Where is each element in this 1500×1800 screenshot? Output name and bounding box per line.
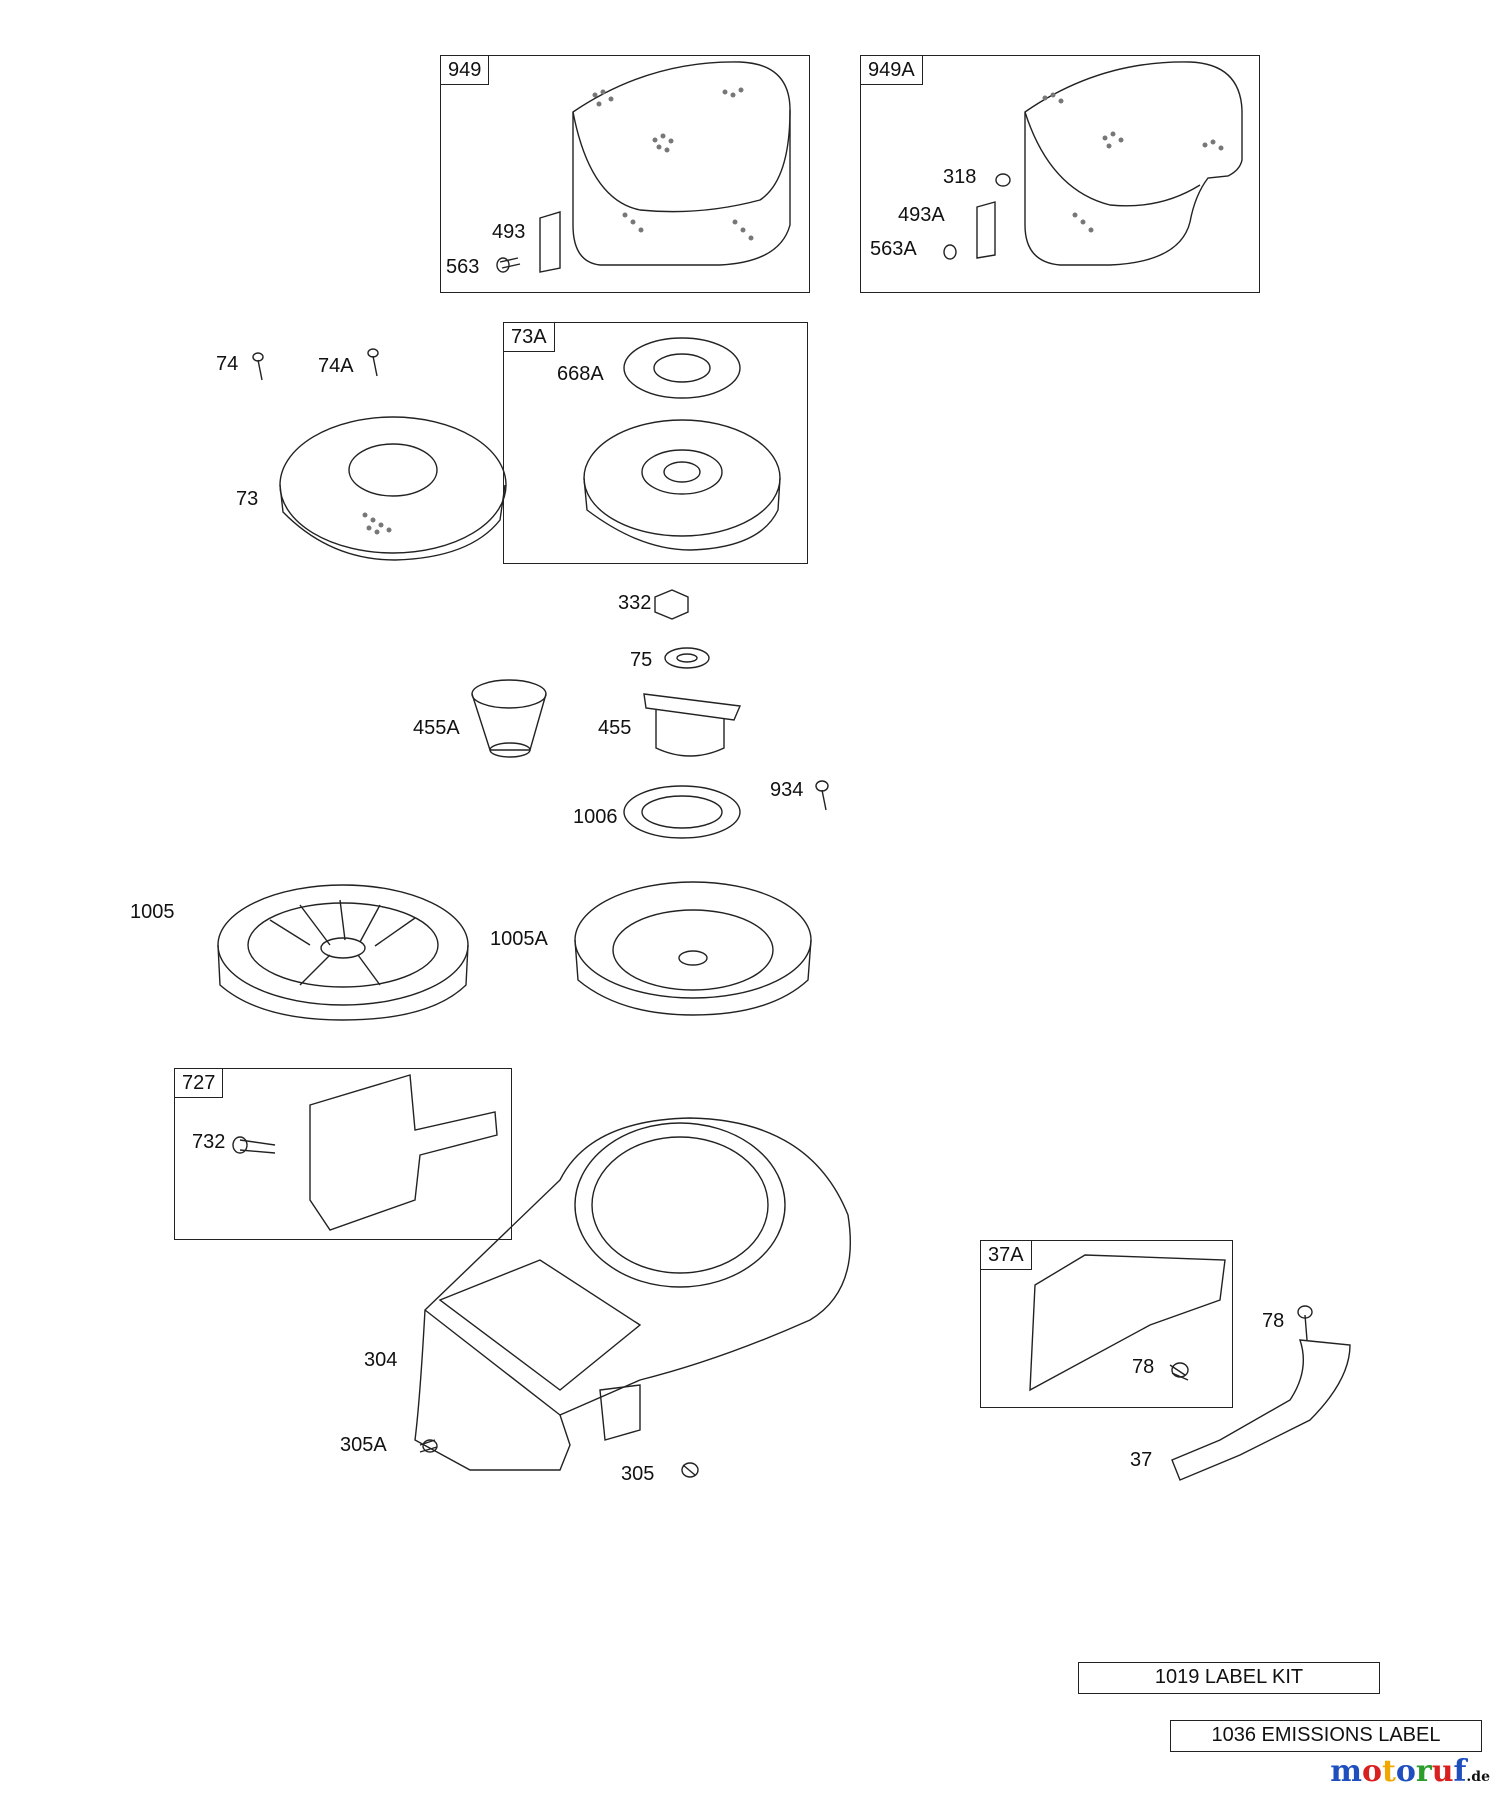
flywheel-1005 [218,885,468,1020]
part-label-668a: 668A [557,363,604,385]
bracket-493 [540,212,560,272]
part-label-78-outer: 78 [1262,1310,1285,1332]
screw-78-outer [1305,1315,1307,1340]
group-tag-727: 727 [174,1068,224,1098]
watermark-letter: m [1330,1754,1362,1789]
part-label-934: 934 [770,779,804,801]
blower-housing-304 [415,1118,850,1470]
washer-75 [665,648,709,668]
part-label-493: 493 [492,221,526,243]
screw-563a [944,245,956,259]
screw-74 [258,360,262,380]
group-box-73a: 73A [503,322,808,564]
watermark-letter: o [1362,1754,1383,1789]
part-label-1006: 1006 [573,806,618,828]
flywheel-1005a [575,882,811,1015]
plate-668a [624,338,740,398]
part-label-455: 455 [598,717,632,739]
screw-318 [996,174,1010,186]
group-box-949: 949 [440,55,810,293]
part-label-304: 304 [364,1349,398,1371]
watermark-letter: r [1415,1754,1432,1789]
cup-455 [644,694,740,756]
part-label-37: 37 [1130,1449,1153,1471]
watermark-letter: f [1453,1754,1467,1789]
group-box-949a: 949A [860,55,1260,293]
nut-332 [655,590,688,619]
part-label-1005a: 1005A [490,928,548,950]
part-label-493a: 493A [898,204,945,226]
watermark-logo: motoruf.de [1330,1755,1490,1794]
ring-1006 [624,786,740,838]
screw-563 [500,258,520,268]
part-label-332: 332 [618,592,652,614]
group-box-727: 727 [174,1068,512,1240]
part-label-455a: 455A [413,717,460,739]
bracket-493a [977,202,995,258]
part-label-305: 305 [621,1463,655,1485]
group-tag-73a: 73A [503,322,555,352]
part-label-74a: 74A [318,355,354,377]
part-label-732: 732 [192,1131,226,1153]
part-label-75: 75 [630,649,653,671]
cup-455a [472,680,546,757]
group-tag-949a: 949A [860,55,923,85]
air-cleaner-cover-949a [1025,62,1242,265]
screw-305 [683,1465,695,1475]
label-kit-1019: 1019 LABEL KIT [1078,1662,1380,1694]
deflector-37a [1030,1255,1225,1390]
part-label-563: 563 [446,256,480,278]
cover-73 [280,417,506,560]
watermark-brand: motoruf [1330,1754,1466,1789]
watermark-tld: .de [1466,1769,1490,1785]
part-label-305a: 305A [340,1434,387,1456]
watermark-letter: u [1431,1754,1454,1789]
part-label-1005: 1005 [130,901,175,923]
group-tag-37a: 37A [980,1240,1032,1270]
part-label-73: 73 [236,488,259,510]
part-label-563a: 563A [870,238,917,260]
screw-934 [822,790,826,810]
deflector-37 [1172,1340,1350,1480]
watermark-letter: o [1395,1754,1416,1789]
group-tag-949: 949 [440,55,490,85]
part-label-74: 74 [216,353,239,375]
screw-74a [373,356,377,376]
watermark-letter: t [1382,1754,1396,1789]
group-box-37a: 37A [980,1240,1233,1408]
cover-73a [584,420,780,550]
part-label-318: 318 [943,166,977,188]
baffle-727 [310,1075,497,1230]
part-label-78-inner: 78 [1132,1356,1155,1378]
air-cleaner-cover-949 [573,62,790,265]
emissions-label-1036: 1036 EMISSIONS LABEL [1170,1720,1482,1752]
